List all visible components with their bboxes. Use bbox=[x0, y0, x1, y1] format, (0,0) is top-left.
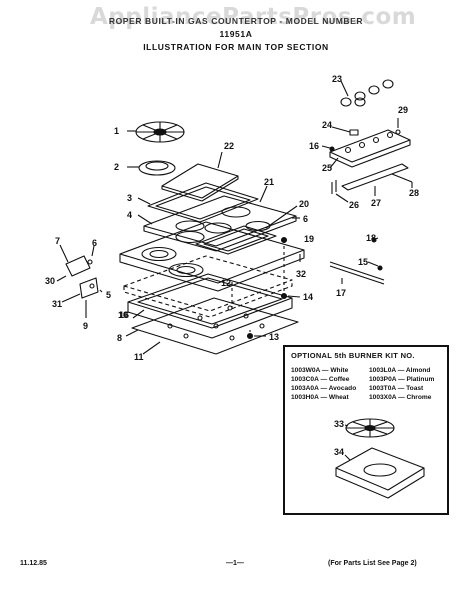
callout-33: 33 bbox=[334, 419, 344, 429]
kit-item: 1003T0A — Toast bbox=[369, 385, 424, 392]
callout-1: 1 bbox=[114, 126, 119, 136]
kit-part-list: 1003W0A — White 1003L0A — Almond 1003C0A… bbox=[291, 366, 447, 402]
callout-32: 32 bbox=[296, 269, 306, 279]
watermark: AppliancePartsPros.com bbox=[90, 4, 417, 30]
kit-row: 1003W0A — White 1003L0A — Almond bbox=[291, 366, 447, 375]
insulation-pad-part bbox=[131, 297, 299, 355]
callout-29: 29 bbox=[398, 105, 408, 115]
callout-21: 21 bbox=[264, 177, 274, 187]
main-cooktop-part bbox=[119, 221, 305, 292]
footer-date: 11.12.85 bbox=[20, 560, 47, 567]
kit-row: 1003H0A — Wheat 1003X0A — Chrome bbox=[291, 393, 447, 402]
kit-item: 1003X0A — Chrome bbox=[369, 394, 432, 401]
model-header: ROPER BUILT-IN GAS COUNTERTOP - MODEL NU… bbox=[108, 16, 364, 26]
kit-item: 1003L0A — Almond bbox=[369, 367, 431, 374]
callout-14: 14 bbox=[303, 292, 313, 302]
callout-11: 11 bbox=[134, 352, 144, 362]
callout-22: 22 bbox=[224, 141, 234, 151]
callout-6a: 6 bbox=[92, 238, 97, 248]
burner-box-part bbox=[123, 255, 293, 318]
kit-title: OPTIONAL 5th BURNER KIT NO. bbox=[291, 351, 415, 360]
kit-item: 1003P0A — Platinum bbox=[369, 376, 435, 383]
callout-17: 17 bbox=[336, 288, 346, 298]
callout-23: 23 bbox=[332, 74, 342, 84]
footer-parts-list-note: (For Parts List See Page 2) bbox=[328, 560, 417, 567]
callout-6b: 6 bbox=[303, 214, 308, 224]
trim-frame-part bbox=[147, 182, 259, 223]
footer-page-number: —1— bbox=[226, 560, 244, 567]
callout-27: 27 bbox=[371, 198, 381, 208]
callout-28: 28 bbox=[409, 188, 419, 198]
gas-tube-part bbox=[329, 237, 385, 285]
callout-13: 13 bbox=[269, 332, 279, 342]
kit-item: 1003W0A — White bbox=[291, 367, 349, 374]
callout-16b: 16 bbox=[119, 310, 129, 320]
illustration-title: ILLUSTRATION FOR MAIN TOP SECTION bbox=[143, 42, 329, 52]
optional-burner-kit-box: OPTIONAL 5th BURNER KIT NO. 1003W0A — Wh… bbox=[283, 345, 449, 515]
callout-34: 34 bbox=[334, 447, 344, 457]
burner-grate-part bbox=[135, 121, 185, 143]
kit-item: 1003H0A — Wheat bbox=[291, 394, 349, 401]
fifth-burner-grate-part bbox=[345, 418, 395, 438]
callout-25: 25 bbox=[322, 163, 332, 173]
kit-row: 1003A0A — Avocado 1003T0A — Toast bbox=[291, 384, 447, 393]
callout-8: 8 bbox=[117, 333, 122, 343]
callout-24: 24 bbox=[322, 120, 332, 130]
callout-26: 26 bbox=[349, 200, 359, 210]
callout-19: 19 bbox=[304, 234, 314, 244]
callout-31: 31 bbox=[52, 299, 62, 309]
callout-16a: 16 bbox=[309, 141, 319, 151]
callout-30: 30 bbox=[45, 276, 55, 286]
callout-9: 9 bbox=[83, 321, 88, 331]
control-panel-part bbox=[329, 129, 411, 168]
fifth-burner-pan-part bbox=[335, 447, 425, 499]
control-knobs-part bbox=[340, 79, 394, 107]
callout-2: 2 bbox=[114, 162, 119, 172]
manifold-bracket-part bbox=[331, 163, 413, 194]
callout-7: 7 bbox=[55, 236, 60, 246]
kit-item: 1003A0A — Avocado bbox=[291, 385, 357, 392]
callout-18: 18 bbox=[366, 233, 376, 243]
kit-item: 1003C0A — Coffee bbox=[291, 376, 350, 383]
callout-3: 3 bbox=[127, 193, 132, 203]
callout-4: 4 bbox=[127, 210, 132, 220]
callout-12: 12 bbox=[221, 278, 231, 288]
callout-15: 15 bbox=[358, 257, 368, 267]
left-bracket-part bbox=[65, 255, 99, 299]
callout-20: 20 bbox=[299, 199, 309, 209]
kit-row: 1003C0A — Coffee 1003P0A — Platinum bbox=[291, 375, 447, 384]
callout-5: 5 bbox=[106, 290, 111, 300]
model-number: 11951A bbox=[219, 29, 253, 39]
burner-head-part bbox=[138, 160, 176, 176]
bottom-pan-part bbox=[127, 273, 293, 339]
callout-10: 10 bbox=[118, 310, 128, 320]
